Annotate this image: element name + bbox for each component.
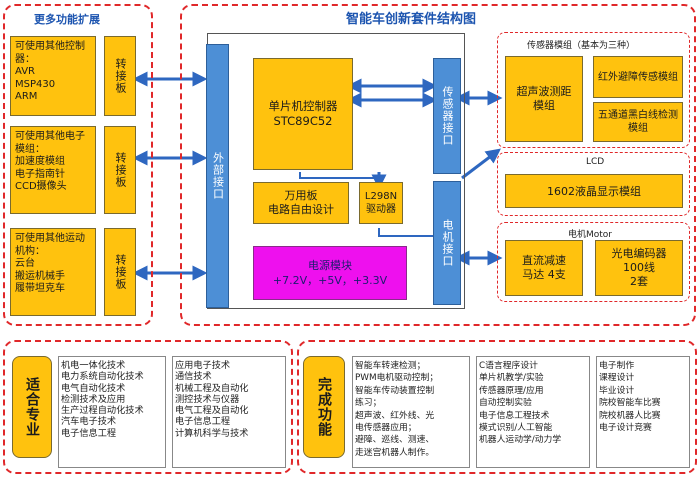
functions-list-1: 智能车转速检测； PWM电机驱动控制； 智能车传动装置控制 练习； 超声波、红外… — [355, 360, 467, 459]
list-item: 电子信息工程 — [61, 427, 117, 439]
controller-module: 可使用其他控制器： AVR MSP430 ARM — [10, 36, 96, 116]
list-item: 电传感器应用； — [355, 423, 417, 434]
l298n-driver: L298N 驱动器 — [359, 182, 403, 224]
list-item: 机械工程及自动化 — [175, 382, 249, 394]
list-item: 课程设计 — [599, 373, 635, 384]
list-item: 单片机教学/实验 — [479, 373, 544, 384]
list-item: 智能车传动装置控制 — [355, 385, 435, 396]
adapter-board-3: 转接板 — [104, 228, 136, 316]
majors-label: 适合专业 — [12, 356, 52, 458]
majors-col1-box: 机电一体化技术 电力系统自动化技术 电气自动化技术 检测技术及应用 生产过程自动… — [58, 356, 166, 468]
list-item: 电子设计竞赛 — [599, 423, 652, 434]
list-item: 计算机科学与技术 — [175, 427, 249, 439]
lcd-group-frame — [497, 152, 690, 216]
lcd-group-title: LCD — [586, 157, 605, 167]
list-item: 避障、巡线、测速、 — [355, 435, 435, 446]
ultrasonic-module: 超声波测距模组 — [505, 56, 583, 142]
list-item: 传感器原理/应用 — [479, 385, 544, 396]
list-item: 电气自动化技术 — [61, 382, 126, 394]
motor-group-title: 电机Motor — [568, 230, 613, 240]
list-item: 电子信息工程 — [175, 416, 231, 428]
sensor-port: 传感器接口 — [433, 58, 461, 174]
functions-list-3: 电子制作 课程设计 毕业设计 院校智能车比赛 院校机器人比赛 电子设计竞赛 — [599, 360, 687, 434]
majors-panel — [3, 340, 293, 474]
list-item: 超声波、红外线、光 — [355, 410, 435, 421]
functions-list-2: C语言程序设计 单片机教学/实验 传感器原理/应用 自动控制实验 电子信息工程技… — [479, 360, 587, 447]
majors-col2-box: 应用电子技术 通信技术 机械工程及自动化 测控技术与仪器 电气工程及自动化 电子… — [172, 356, 286, 468]
line-mcu-driver — [299, 172, 379, 179]
expansion-title: 更多功能扩展 — [34, 13, 100, 26]
motor-group-frame — [497, 222, 690, 302]
functions-label: 完成功能 — [303, 356, 345, 458]
motion-module: 可使用其他运动机构： 云台 搬运机械手 履带坦克车 — [10, 228, 96, 316]
expansion-panel — [3, 4, 153, 326]
list-item: 检测技术及应用 — [61, 393, 126, 405]
list-item: 应用电子技术 — [175, 360, 231, 371]
mcu-controller: 单片机控制器 STC89C52 — [253, 58, 353, 170]
proto-board: 万用板 电路自由设计 — [253, 182, 349, 224]
list-item: 院校智能车比赛 — [599, 398, 661, 409]
majors-list-2: 应用电子技术 通信技术 机械工程及自动化 测控技术与仪器 电气工程及自动化 电子… — [175, 360, 283, 439]
main-panel — [180, 4, 696, 326]
adapter-board-1: 转接板 — [104, 36, 136, 116]
list-item: 机器人运动学/动力学 — [479, 435, 562, 446]
functions-col3-box: 电子制作 课程设计 毕业设计 院校智能车比赛 院校机器人比赛 电子设计竞赛 — [596, 356, 690, 468]
main-title: 智能车创新套件结构图 — [346, 12, 477, 27]
list-item: 汽车电子技术 — [61, 416, 117, 428]
list-item: 智能车转速检测； — [355, 361, 426, 371]
functions-panel — [297, 340, 697, 474]
list-item: 自动控制实验 — [479, 398, 532, 409]
ir-avoid-module: 红外避障传感模组 — [593, 56, 683, 98]
electronic-module: 可使用其他电子模组： 加速度模组 电子指南针 CCD摄像头 — [10, 126, 96, 214]
list-item: 通信技术 — [175, 371, 212, 383]
line-driver-motor — [378, 228, 433, 237]
sensor-group-title: 传感器模组（基本为三种） — [527, 41, 636, 51]
lcd-1602-module: 1602液晶显示模组 — [505, 174, 683, 208]
arrow-sensor-lcd — [461, 148, 501, 180]
list-item: 电气工程及自动化 — [175, 405, 249, 417]
list-item: 机电一体化技术 — [61, 360, 126, 371]
line-detect-module: 五通道黑白线检测模组 — [593, 102, 683, 142]
adapter-board-2: 转接板 — [104, 126, 136, 214]
power-module: 电源模块 +7.2V，+5V，+3.3V — [253, 246, 407, 300]
list-item: 测控技术与仪器 — [175, 393, 240, 405]
list-item: 院校机器人比赛 — [599, 410, 661, 421]
majors-list-1: 机电一体化技术 电力系统自动化技术 电气自动化技术 检测技术及应用 生产过程自动… — [61, 360, 163, 439]
list-item: 模式识别/人工智能 — [479, 423, 553, 434]
list-item: PWM电机驱动控制； — [355, 373, 439, 384]
functions-col1-box: 智能车转速检测； PWM电机驱动控制； 智能车传动装置控制 练习； 超声波、红外… — [352, 356, 470, 468]
external-port: 外部接口 — [206, 44, 229, 308]
list-item: C语言程序设计 — [479, 361, 538, 371]
sensor-group-frame — [497, 32, 690, 148]
list-item: 生产过程自动化技术 — [61, 405, 144, 417]
list-item: 练习； — [355, 398, 382, 409]
list-item: 电子信息工程技术 — [479, 410, 550, 421]
list-item: 电子制作 — [599, 361, 635, 371]
list-item: 走迷宫机器人制作。 — [355, 447, 435, 458]
encoder-module: 光电编码器 100线 2套 — [595, 240, 683, 296]
list-item: 毕业设计 — [599, 385, 635, 396]
motor-port: 电机接口 — [433, 181, 461, 305]
functions-col2-box: C语言程序设计 单片机教学/实验 传感器原理/应用 自动控制实验 电子信息工程技… — [476, 356, 590, 468]
dc-motor-module: 直流减速 马达 4支 — [505, 240, 583, 296]
list-item: 电力系统自动化技术 — [61, 371, 144, 383]
